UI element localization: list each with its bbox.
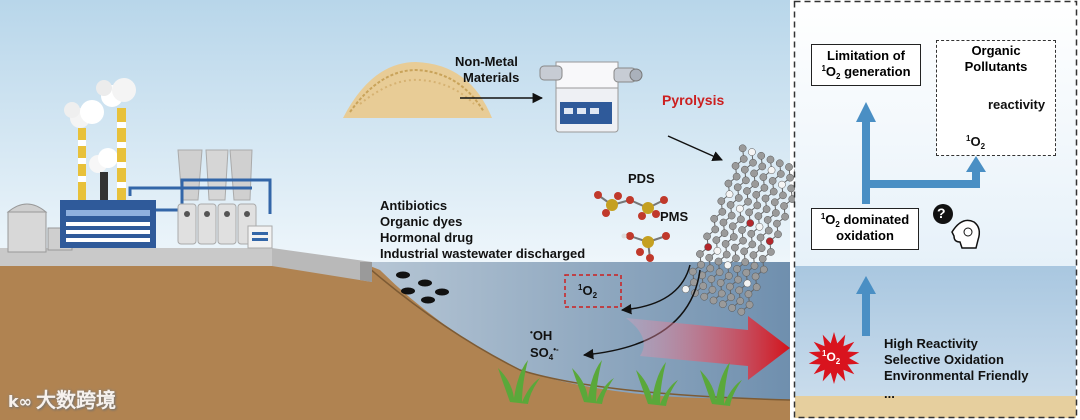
- hydroxyl-radical-label: •OH: [530, 328, 553, 343]
- pyrolysis-label: Pyrolysis: [662, 92, 725, 108]
- pds-label: PDS: [628, 171, 655, 186]
- biomass-pile-icon: [343, 62, 492, 118]
- pollutant-item-1: Organic dyes: [380, 214, 463, 229]
- property-item-1: Selective Oxidation: [884, 352, 1004, 367]
- organic-pollutants-box: Organic Pollutants: [936, 40, 1056, 156]
- sulfate-radical-label: SO4•-: [530, 345, 559, 362]
- singlet-oxygen-target-label: 1O2: [966, 134, 986, 151]
- singlet-oxygen-label: 1O2: [578, 283, 598, 300]
- factory-icon: [6, 78, 273, 253]
- watermark-text: 大数跨境: [35, 390, 116, 412]
- star-singlet-oxygen-label: 1O2: [822, 349, 841, 366]
- soil: [0, 262, 790, 420]
- tube-furnace-icon: [539, 61, 643, 133]
- watermark-logo: k∞: [8, 392, 32, 411]
- factory-ground: [0, 248, 272, 266]
- pollutant-item-3: Industrial wastewater discharged: [380, 246, 586, 261]
- question-mark: ?: [937, 205, 946, 221]
- pollutant-item-2: Hormonal drug: [380, 230, 474, 245]
- non-metal-label-2: Materials: [463, 70, 520, 85]
- big-red-arrow: [626, 316, 790, 380]
- pms-molecule-icon: [621, 232, 670, 262]
- limitation-box: Limitation of 1O2 generation: [811, 44, 921, 86]
- thinking-head-icon: [933, 204, 981, 249]
- arrow-to-singlet-oxygen: [620, 264, 691, 315]
- arrow-to-catalyst: [667, 135, 723, 161]
- right-panel-frame: [793, 0, 1078, 419]
- pds-molecule-icon: [594, 191, 668, 220]
- pms-label: PMS: [660, 209, 689, 224]
- discharge-pipe: [272, 248, 372, 282]
- property-item-3: ...: [884, 386, 895, 401]
- pollutant-item-0: Antibiotics: [380, 198, 448, 213]
- watermark: k∞大数跨境: [8, 384, 116, 413]
- pollutant-particles: [396, 271, 449, 304]
- carbon-lattice: [681, 144, 804, 316]
- panel-sand: [795, 396, 1076, 418]
- property-item-0: High Reactivity: [884, 336, 978, 351]
- singlet-oxygen-box: [564, 274, 622, 308]
- dominated-oxidation-box: 1O2 dominated oxidation: [811, 208, 919, 250]
- reactivity-label: reactivity: [988, 97, 1046, 112]
- grass-icons: [498, 360, 742, 406]
- property-item-2: Environmental Friendly: [884, 368, 1029, 383]
- non-metal-label-1: Non-Metal: [455, 54, 518, 69]
- singlet-oxygen-star-icon: [808, 332, 860, 384]
- blue-arrows: [856, 102, 986, 336]
